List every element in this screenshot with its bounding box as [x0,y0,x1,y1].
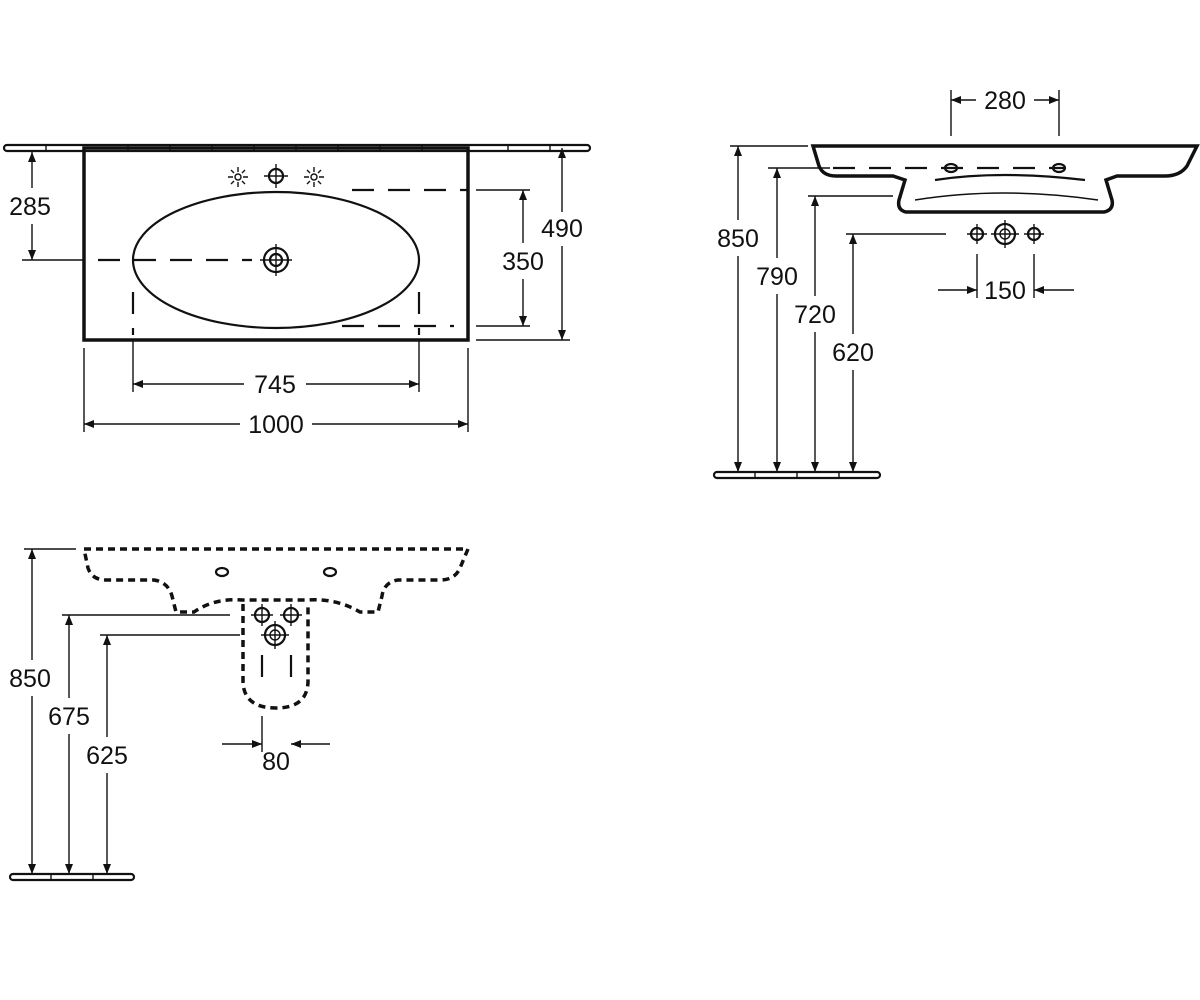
top-view: 285 490 350 745 1000 [2,143,592,439]
basin-bowl [131,190,421,330]
dim-basin-width: 745 [133,371,419,399]
knockout-hole-right-icon [304,167,324,187]
tap-hole-left-icon [943,162,959,174]
supply-right-icon [280,604,302,626]
tap-hole-icon [264,164,288,188]
dim-total-depth: 490 [541,148,583,340]
dim-basin-depth: 350 [502,190,544,326]
dim-height-supply: 620 [832,234,874,472]
tap-hole-right-icon [1051,162,1067,174]
dim-height-underside-label: 720 [794,301,836,329]
supply-left-icon [251,604,273,626]
dim-height-top: 850 [717,146,759,472]
bowl-curve [934,173,1086,182]
basin-profile [810,144,1200,214]
drain-icon [260,244,292,276]
dim-tap-spacing: 280 [951,87,1059,115]
dim-basin-depth-label: 350 [502,248,544,276]
dim-height-supply-label: 625 [86,742,128,770]
wall-strip [2,143,592,153]
dim-height-top-label: 850 [717,225,759,253]
floor-strip [8,872,136,882]
dim-supply-spacing-label: 80 [262,748,290,776]
supply-left-icon [967,224,987,244]
side-view: 280 150 850 790 720 620 [712,87,1200,480]
drain-outlet-icon [261,621,289,649]
dim-height-supply-label: 620 [832,339,874,367]
tap-hole-right-icon [322,566,338,578]
dim-height-top-label: 850 [9,665,51,693]
extension-lines [22,189,570,432]
knockout-hole-left-icon [228,167,248,187]
dim-height-top: 850 [9,549,51,874]
dim-height-rim-label: 790 [756,263,798,291]
supply-right-icon [1024,224,1044,244]
siphon-outline-dashed [241,604,310,710]
dim-supply-spacing: 150 [938,277,1074,305]
tap-hole-left-icon [214,566,230,578]
dim-total-width-label: 1000 [248,411,304,439]
dim-basin-width-label: 745 [254,371,296,399]
drain-outlet-icon [991,220,1019,248]
dim-tap-spacing-label: 280 [984,87,1026,115]
basin-outline [82,146,470,342]
dim-height-outlet-label: 675 [48,703,90,731]
dim-height-supply: 625 [86,635,128,874]
floor-strip [712,470,882,480]
dim-total-width: 1000 [84,411,468,439]
basin-outline-dashed [81,547,471,614]
dim-supply-spacing-label: 150 [984,277,1026,305]
dim-basin-offset-label: 285 [9,193,51,221]
dim-height-underside: 720 [794,196,836,472]
dim-height-rim: 790 [756,168,798,472]
dim-basin-offset: 285 [9,152,51,260]
hidden-edges [98,188,468,335]
front-view: 80 850 675 625 [8,547,471,882]
dim-supply-spacing: 80 [222,740,330,776]
dim-height-outlet: 675 [48,615,90,874]
trap-curve [914,192,1099,201]
dim-total-depth-label: 490 [541,215,583,243]
